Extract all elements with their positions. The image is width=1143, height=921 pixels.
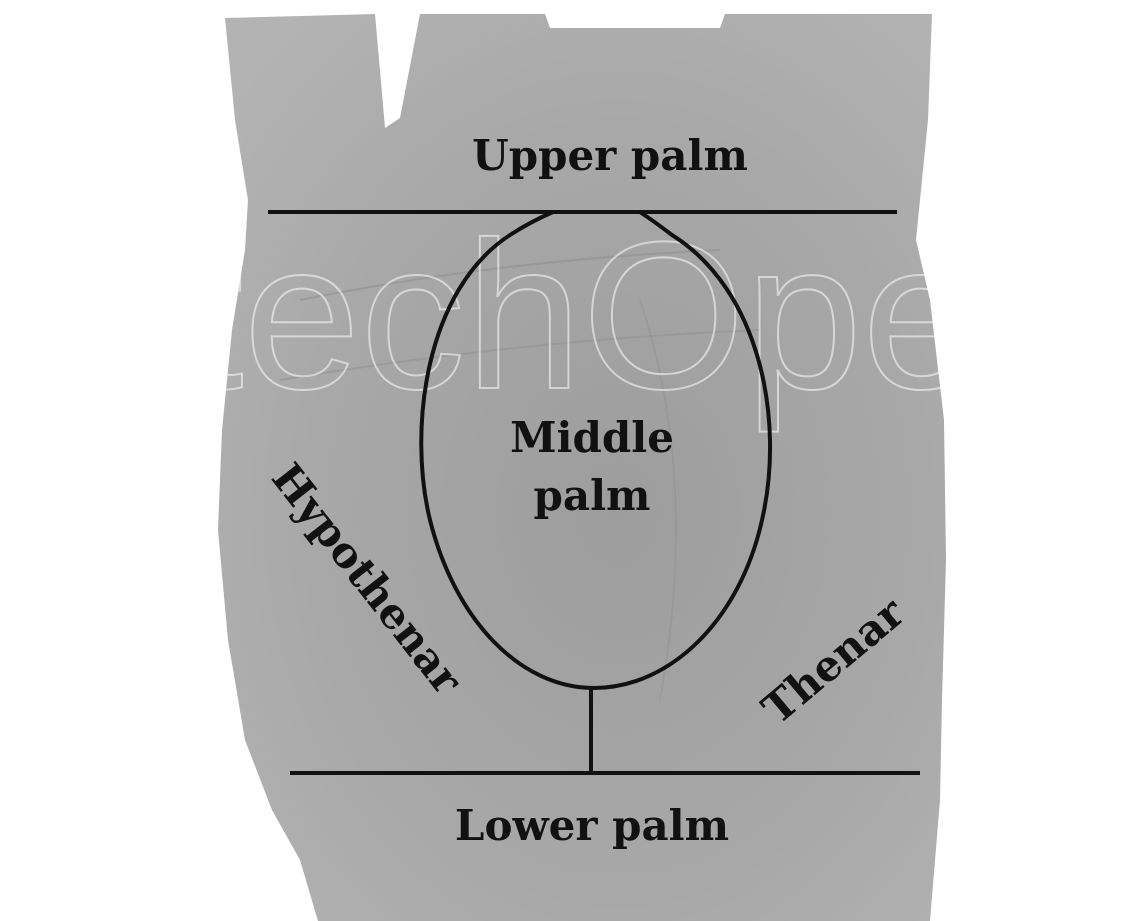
lower-palm-label: Lower palm	[455, 801, 729, 850]
upper-palm-label: Upper palm	[472, 131, 748, 180]
middle-palm-label-line2: palm	[534, 471, 651, 520]
middle-palm-label-line1: Middle	[510, 413, 674, 462]
watermark-text: IntechOpen	[10, 198, 1096, 433]
